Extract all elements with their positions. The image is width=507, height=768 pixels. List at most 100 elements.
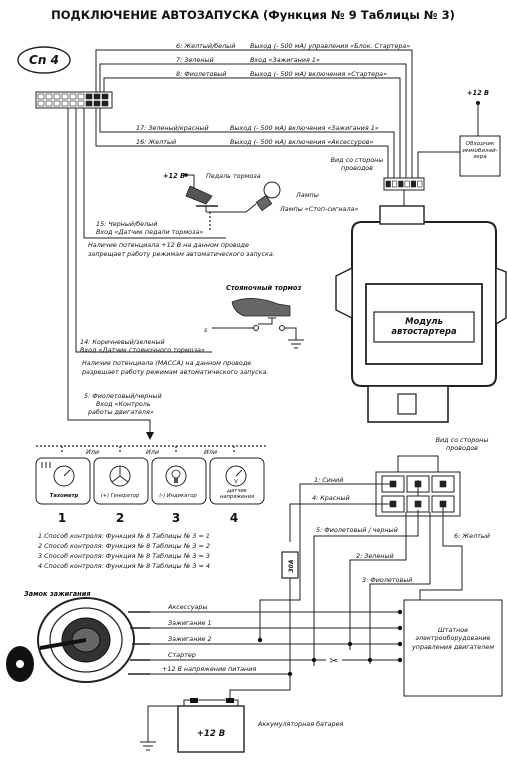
ignition-lock-icon bbox=[6, 597, 150, 683]
connector-pin bbox=[385, 180, 391, 188]
ignition-lock-label: Замок зажигания bbox=[24, 590, 91, 598]
connector-pin bbox=[37, 100, 45, 107]
parking-lever-icon bbox=[231, 298, 291, 317]
connector-pin bbox=[417, 180, 423, 188]
svg-text:V: V bbox=[234, 479, 238, 485]
park-note-line1: Наличие потенциала (МАССА) на данном про… bbox=[82, 359, 251, 367]
connector-pin bbox=[410, 180, 417, 188]
wire-17-label: 17: Зеленый/красный bbox=[136, 124, 209, 132]
view-from-wires-bottom: Вид со стороны проводов bbox=[435, 436, 489, 452]
brake-note-line2: запрещает работу режимам автоматического… bbox=[88, 250, 275, 258]
connector-pin bbox=[414, 500, 422, 508]
connector-pin bbox=[77, 93, 85, 100]
connector-pin bbox=[404, 180, 410, 188]
lock-term-ignition1: Зажигание 1 bbox=[168, 619, 212, 627]
lock-term-ignition2: Зажигание 2 bbox=[168, 635, 212, 643]
lock-terminal-wires bbox=[150, 611, 400, 675]
connector-pin bbox=[77, 100, 85, 107]
wire-8-desc: Выход (- 500 мА) включения «Стартера» bbox=[250, 70, 387, 78]
ground-icon-2 bbox=[140, 741, 156, 751]
control-method-2: 2 Способ контроля: Функция № 8 Таблицы №… bbox=[38, 542, 210, 550]
wire-5-label: 5: Фиолетовый/черный bbox=[84, 392, 162, 400]
connector-pin bbox=[53, 100, 61, 107]
parking-brake-label: Стояночный тормоз bbox=[226, 284, 301, 292]
connector-pin bbox=[61, 100, 69, 107]
lamp-bulb-icon bbox=[263, 181, 281, 199]
wire-17-desc: Выход (- 500 мА) включения «Зажигания 1» bbox=[230, 124, 379, 132]
sensor-3-num: 3 bbox=[172, 511, 180, 525]
fuse-label: 30A bbox=[288, 559, 295, 572]
module-label: Модуль автостартера bbox=[391, 316, 457, 337]
connector-pin bbox=[101, 100, 109, 107]
cn4-connector bbox=[35, 91, 113, 109]
standard-equipment-box bbox=[403, 599, 503, 697]
sensor-2-label: (+) Генератор bbox=[101, 493, 140, 499]
connector-pin bbox=[93, 100, 101, 107]
power-wire-1: 1: Синий bbox=[314, 476, 343, 484]
power-wire-3: 3: Фиолетовый bbox=[362, 576, 412, 584]
lamps-label-1: Лампы bbox=[295, 191, 319, 199]
connector-pin bbox=[45, 100, 53, 107]
power-wire-6: 6: Желтый bbox=[454, 532, 490, 540]
connector-pin bbox=[85, 93, 93, 100]
wire-15-label: 15: Черный/белый bbox=[96, 220, 157, 228]
wire-16-desc: Выход (- 500 мА) включения «Аксессуров» bbox=[230, 138, 374, 146]
connector-badge: Cn 4 bbox=[29, 53, 59, 67]
park-note-line2: разрешает работу режимам автоматического… bbox=[81, 368, 268, 376]
power-wire-2: 2: Зеленый bbox=[356, 552, 394, 560]
or-label-1: Или bbox=[86, 448, 99, 456]
wire-6-desc: Выход (- 500 мА) управления «Блок. Старт… bbox=[250, 42, 410, 50]
lock-term-accessories: Аксессуары bbox=[167, 603, 208, 611]
connector-pin bbox=[93, 93, 101, 100]
or-label-3: Или bbox=[204, 448, 217, 456]
autostart-module bbox=[335, 205, 507, 423]
standard-equipment-label: Штатное электрооборудование управления д… bbox=[411, 626, 495, 651]
battery-voltage: +12 В bbox=[197, 729, 225, 739]
view-from-wires-top: Вид со стороны проводов bbox=[330, 156, 384, 172]
or-label-2: Или bbox=[146, 448, 159, 456]
wire-16-label: 16: Желтый bbox=[136, 138, 176, 146]
connector-pin bbox=[398, 180, 404, 188]
brake-pedal-icon bbox=[185, 185, 213, 205]
wire-14-input: Вход «Датчик стояночного тормоза» bbox=[80, 346, 205, 354]
immobilizer-label: Обходчик иммобилай-зера bbox=[462, 141, 498, 161]
control-method-3: 3 Способ контроля: Функция № 8 Таблицы №… bbox=[38, 552, 210, 560]
brake-note-line1: Наличие потенциала +12 В на данном прово… bbox=[88, 241, 249, 249]
connector-pin bbox=[391, 180, 398, 188]
connector-pin bbox=[85, 100, 93, 107]
connector-pin bbox=[61, 93, 69, 100]
brake-plus12: +12 В bbox=[163, 172, 185, 180]
connector-pin bbox=[45, 93, 53, 100]
brake-pedal-label: Педаль тормоза bbox=[206, 172, 261, 180]
sensor-2-num: 2 bbox=[116, 511, 124, 525]
sensor-generator bbox=[93, 457, 149, 505]
scissors-icon: ✂ bbox=[330, 656, 338, 667]
svg-text:s: s bbox=[204, 326, 208, 334]
sensor-4-label: Датчик напряжения bbox=[219, 489, 255, 500]
sensor-tachometer bbox=[35, 457, 91, 505]
power-wire-group bbox=[259, 480, 463, 666]
wire-15-input: Вход «Датчик педали тормоза» bbox=[96, 228, 203, 236]
sensor-1-num: 1 bbox=[58, 511, 66, 525]
wire-8-label: 8: Фиолетовый bbox=[176, 70, 226, 78]
connector-pin bbox=[439, 480, 447, 488]
power-wire-5: 5: Фиолетовый / черный bbox=[316, 526, 398, 534]
lock-term-starter: Стартер bbox=[168, 651, 196, 659]
sensor-1-label: Тахометр bbox=[50, 493, 79, 499]
connector-pin bbox=[101, 93, 109, 100]
battery-label: Аккумуляторная батарея bbox=[257, 720, 344, 728]
lamps-label: Лампы «Стоп-сигнала» bbox=[279, 205, 358, 213]
wire-7-desc: Вход «Зажигания 1» bbox=[250, 56, 320, 64]
sensor-4-num: 4 bbox=[230, 511, 238, 525]
control-method-4: 4 Способ контроля: Функция № 8 Таблицы №… bbox=[38, 562, 210, 570]
immo-plus12: +12 В bbox=[467, 89, 489, 97]
lock-term-supply: +12 В напряжение питания bbox=[162, 665, 256, 673]
wire-14-label: 14: Коричневый/зеленый bbox=[80, 338, 165, 346]
connector-pin bbox=[69, 100, 77, 107]
wire-5-input-1: Вход «Контроль bbox=[96, 400, 151, 408]
immobilizer-box bbox=[459, 135, 501, 177]
sensor-indicator bbox=[151, 457, 207, 505]
connector-pin bbox=[37, 93, 45, 100]
wire-5-input-2: работы двигателя» bbox=[87, 408, 154, 416]
